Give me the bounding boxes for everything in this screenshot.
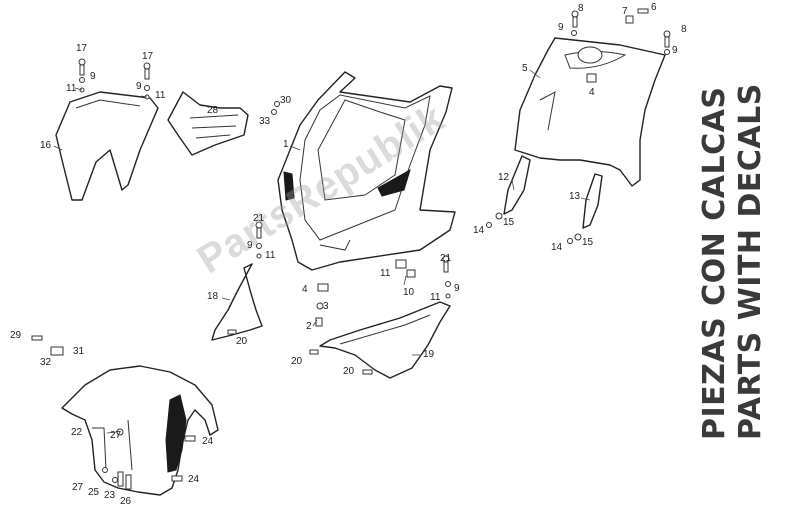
callout-20-b: 20 — [291, 356, 303, 367]
callout-6: 6 — [651, 2, 657, 13]
callout-2: 2 — [306, 321, 312, 332]
grille-28 — [167, 91, 249, 156]
callout-19: 19 — [423, 349, 435, 360]
callout-29: 29 — [10, 330, 22, 341]
callout-15-b: 15 — [582, 237, 594, 248]
callout-30: 30 — [280, 95, 292, 106]
callout-11-e: 11 — [430, 292, 441, 303]
side-title: PIEZAS CON CALCAS PARTS WITH DECALS — [697, 83, 769, 440]
callout-11-b: 11 — [155, 90, 166, 101]
side-panel-16 — [55, 91, 159, 201]
callout-20-c: 20 — [343, 366, 355, 377]
callout-18: 18 — [207, 291, 219, 302]
callout-9-e: 9 — [558, 22, 564, 33]
callout-5: 5 — [522, 63, 528, 74]
title-line-1: PIEZAS CON CALCAS — [697, 86, 732, 440]
bracket-13 — [582, 173, 603, 229]
callout-22: 22 — [71, 427, 83, 438]
callout-23: 23 — [104, 490, 116, 501]
callout-24-a: 24 — [202, 436, 214, 447]
callout-12: 12 — [498, 172, 510, 183]
callout-9-a: 9 — [90, 71, 96, 82]
callout-27-b: 27 — [72, 482, 84, 493]
callout-14-b: 14 — [551, 242, 563, 253]
callout-24-b: 24 — [188, 474, 200, 485]
callout-4-left: 4 — [302, 284, 308, 295]
callout-4-right: 4 — [589, 87, 595, 98]
callout-17-b: 17 — [142, 51, 154, 62]
callout-13: 13 — [569, 191, 581, 202]
leader-lines — [53, 69, 591, 434]
callout-21-b: 21 — [440, 253, 452, 264]
belly-pan-19 — [319, 301, 451, 379]
callout-21-a: 21 — [253, 213, 265, 224]
callout-15-a: 15 — [503, 217, 515, 228]
callout-7: 7 — [622, 6, 628, 17]
callout-9-c: 9 — [247, 240, 253, 251]
callout-33: 33 — [259, 116, 271, 127]
callout-9-d: 9 — [454, 283, 460, 294]
hardware-fasteners — [31, 8, 671, 490]
cowl-5 — [514, 37, 666, 187]
lower-panel-18 — [211, 263, 263, 341]
callout-11-d: 11 — [380, 268, 391, 279]
title-line-2: PARTS WITH DECALS — [733, 83, 768, 440]
callout-26: 26 — [120, 496, 132, 507]
callout-25: 25 — [88, 487, 100, 498]
callout-14-a: 14 — [473, 225, 485, 236]
callout-11-c: 11 — [265, 250, 276, 261]
callout-8-left: 8 — [578, 3, 584, 14]
callout-16: 16 — [40, 140, 52, 151]
callout-8-right: 8 — [681, 24, 687, 35]
callout-11-a: 11 — [66, 83, 77, 94]
front-mudguard-22 — [61, 365, 219, 496]
callout-9-f: 9 — [672, 45, 678, 56]
callout-17-a: 17 — [76, 43, 88, 54]
callout-3: 3 — [323, 301, 329, 312]
callout-1: 1 — [283, 139, 289, 150]
callout-20-a: 20 — [236, 336, 248, 347]
callout-28: 28 — [207, 105, 219, 116]
bracket-12 — [503, 155, 531, 215]
callout-32: 32 — [40, 357, 52, 368]
callout-31: 31 — [73, 346, 85, 357]
callout-9-b: 9 — [136, 81, 142, 92]
callout-27-a: 27 — [110, 430, 122, 441]
front-fairing-1 — [277, 71, 456, 271]
callout-10: 10 — [403, 287, 415, 298]
